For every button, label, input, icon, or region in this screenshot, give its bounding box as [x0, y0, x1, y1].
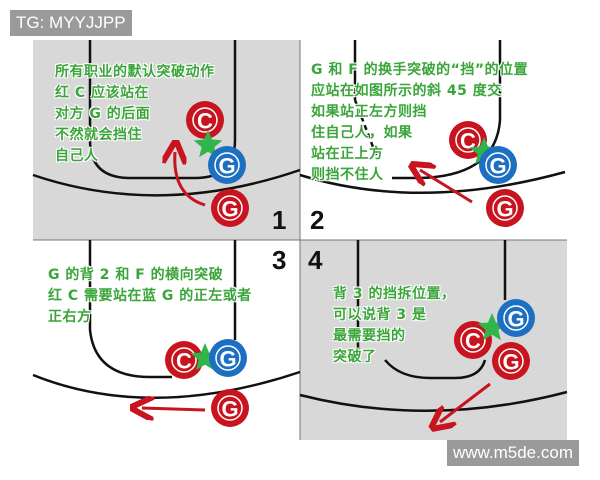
note-line: 最需要挡的	[333, 328, 406, 344]
blue-g-player-token: G	[497, 299, 535, 337]
token-letter: G	[219, 347, 236, 372]
blue-g-player-token: G	[208, 146, 246, 184]
note-line: 应站在如图所示的斜 45 度交	[311, 83, 502, 99]
three-point-arc	[32, 370, 301, 400]
note-line: G 的背 2 和 F 的横向突破	[48, 267, 224, 283]
panel-4-number: 4	[308, 245, 323, 275]
red-g-player-token: G	[486, 189, 524, 227]
note-line: 不然就会挡住	[55, 127, 142, 143]
screen-star-icon	[477, 313, 507, 341]
note-line: 所有职业的默认突破动作	[55, 64, 215, 80]
note-line: 红 C 需要站在蓝 G 的正左或者	[48, 288, 252, 304]
key-line	[384, 359, 487, 380]
note-line: G 和 F 的换手突破的“挡”的位置	[311, 62, 529, 78]
token-letter: C	[176, 349, 192, 374]
panel-2-number: 2	[310, 205, 325, 235]
panel-1-note: 所有职业的默认突破动作红 C 应该站在对方 G 的后面不然就会挡住自己人	[55, 62, 215, 167]
red-c-player-token: C	[186, 101, 224, 139]
token-letter: G	[502, 350, 519, 375]
token-letter: G	[221, 397, 238, 422]
note-line: 对方 G 的后面	[55, 106, 151, 122]
panel-3-bg	[33, 240, 300, 440]
key-line	[88, 240, 172, 379]
token-letter: G	[221, 197, 238, 222]
three-point-arc	[32, 168, 301, 197]
watermark-bottom-right: www.m5de.com	[447, 440, 579, 466]
red-c-player-token: C	[165, 341, 203, 379]
note-line: 自己人	[55, 148, 99, 164]
red-c-player-token: C	[454, 321, 492, 359]
token-letter: G	[507, 307, 524, 332]
note-line: 红 C 应该站在	[55, 85, 150, 101]
token-letter: G	[496, 197, 513, 222]
note-line: 住自己人，如果	[311, 125, 413, 141]
note-line: 背 3 的挡拆位置，	[333, 286, 456, 302]
panel-3-note: G 的背 2 和 F 的横向突破红 C 需要站在蓝 G 的正左或者正右方	[48, 265, 252, 328]
blue-g-player-token: G	[209, 339, 247, 377]
token-letter: C	[197, 109, 213, 134]
red-g-player-token: G	[492, 342, 530, 380]
move-arrow	[440, 382, 491, 422]
note-line: 如果站正左方则挡	[311, 104, 427, 120]
token-letter: G	[218, 154, 235, 179]
red-g-player-token: G	[211, 189, 249, 227]
watermark-top-left: TG: MYYJJPP	[10, 10, 132, 36]
panel-3-number: 3	[272, 245, 287, 275]
red-g-player-token: G	[211, 389, 249, 427]
panel-2-note: G 和 F 的换手突破的“挡”的位置应站在如图所示的斜 45 度交如果站正左方则…	[311, 60, 528, 186]
three-point-arc	[299, 170, 566, 195]
note-line: 正右方	[48, 309, 92, 325]
panel-1-number: 1	[272, 205, 287, 235]
note-line: 则挡不住人	[311, 167, 384, 183]
move-arrow	[420, 170, 473, 204]
token-letter: G	[489, 154, 506, 179]
move-arrow	[175, 152, 206, 207]
note-line: 突破了	[333, 349, 377, 365]
note-line: 站在正上方	[311, 146, 384, 162]
panel-4-note: 背 3 的挡拆位置， 可以说背 3 是最需要挡的突破了	[333, 284, 456, 368]
move-arrow	[142, 408, 206, 410]
token-letter: C	[465, 329, 481, 354]
note-line: 可以说背 3 是	[333, 307, 427, 323]
blue-g-player-token: G	[479, 146, 517, 184]
